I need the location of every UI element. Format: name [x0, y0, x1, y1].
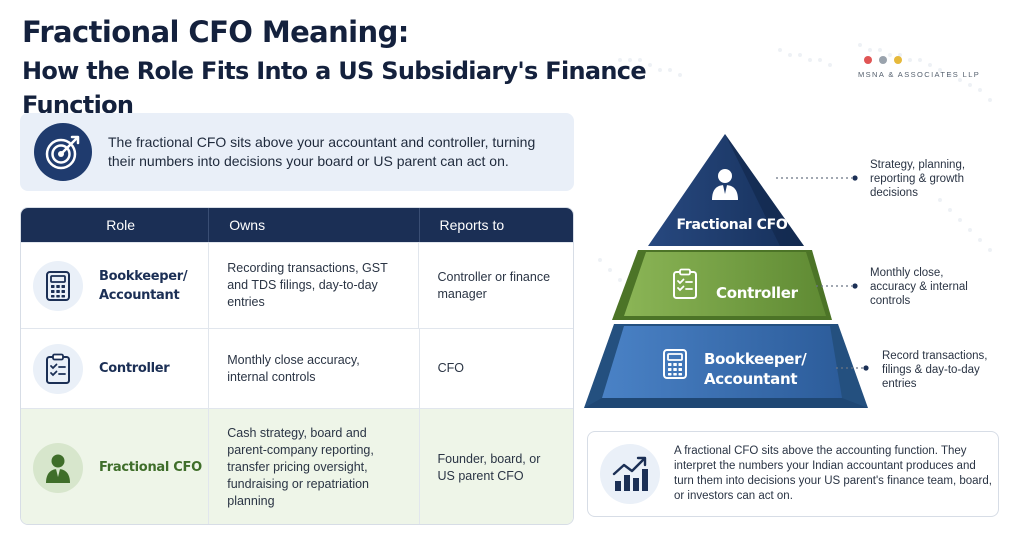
connector-lines [776, 177, 864, 369]
table-header: Role Owns Reports to [21, 208, 573, 242]
executive-icon [712, 169, 738, 200]
header-role: Role [106, 217, 136, 233]
pyramid-label-controller: Controller [716, 284, 799, 302]
connector-dots [852, 175, 869, 371]
reports-to-cell: Founder, board, or US parent CFO [418, 409, 573, 524]
summary-text: A fractional CFO sits above the accounti… [674, 445, 992, 502]
title-line-1: Fractional CFO Meaning: [22, 15, 409, 49]
growth-chart-icon [600, 444, 660, 504]
role-cell: Controller [21, 329, 208, 408]
brand-dot [864, 56, 872, 64]
note-fractional-cfo: Strategy, planning, reporting & growth d… [870, 159, 966, 199]
reports-to-cell: CFO [418, 329, 573, 408]
brand-name: MSNA & ASSOCIATES LLP [858, 70, 981, 79]
owns-cell: Monthly close accuracy, internal control… [208, 329, 418, 408]
calculator-icon [33, 260, 83, 311]
brand-logo: MSNA & ASSOCIATES LLP [858, 56, 1008, 79]
role-cell: Bookkeeper/ Accountant [21, 243, 208, 328]
owns-cell: Cash strategy, board and parent-company … [208, 409, 418, 524]
calculator-icon [663, 349, 687, 379]
role-cell: Fractional CFO [21, 409, 208, 524]
world-map-background [598, 43, 992, 282]
header-owns: Owns [208, 208, 418, 242]
table-row: Controller Monthly close accuracy, inter… [21, 328, 573, 408]
title-line-2: How the Role Fits Into a US Subsidiary's… [22, 57, 647, 119]
reports-to-cell: Controller or finance manager [418, 243, 573, 328]
header-reports-to: Reports to [418, 208, 573, 242]
brand-dots [864, 56, 1008, 64]
pyramid-level-controller [612, 250, 832, 320]
brand-dot [894, 56, 902, 64]
table-row: Bookkeeper/ Accountant Recording transac… [21, 242, 573, 328]
intro-callout: The fractional CFO sits above your accou… [20, 113, 574, 191]
role-name: Bookkeeper/ Accountant [99, 268, 188, 303]
roles-table: Role Owns Reports to Book [20, 207, 574, 525]
role-name: Fractional CFO [99, 460, 202, 475]
table-row: Fractional CFO Cash strategy, board and … [21, 408, 573, 524]
brand-dot [879, 56, 887, 64]
summary-callout: A fractional CFO sits above the accounti… [587, 431, 999, 517]
owns-cell: Recording transactions, GST and TDS fili… [208, 243, 418, 328]
role-name: Controller [99, 361, 170, 376]
executive-icon [33, 442, 83, 493]
clipboard-check-icon [33, 343, 83, 394]
pyramid-level-bookkeeper [584, 324, 868, 408]
pyramid-label-fractional-cfo: Fractional CFO [676, 217, 787, 233]
target-icon [34, 123, 92, 181]
intro-text: The fractional CFO sits above your accou… [108, 134, 536, 169]
note-bookkeeper: Record transactions, filings & day-to-da… [882, 350, 988, 390]
pyramid-label-bookkeeper: Bookkeeper/ Accountant [704, 350, 811, 388]
clipboard-check-icon [673, 268, 697, 299]
note-controller: Monthly close, accuracy & internal contr… [870, 267, 968, 307]
page-title: Fractional CFO Meaning: How the Role Fit… [22, 14, 742, 122]
role-pyramid: Fractional CFO Controller Bookkeeper/ Ac… [584, 134, 869, 408]
